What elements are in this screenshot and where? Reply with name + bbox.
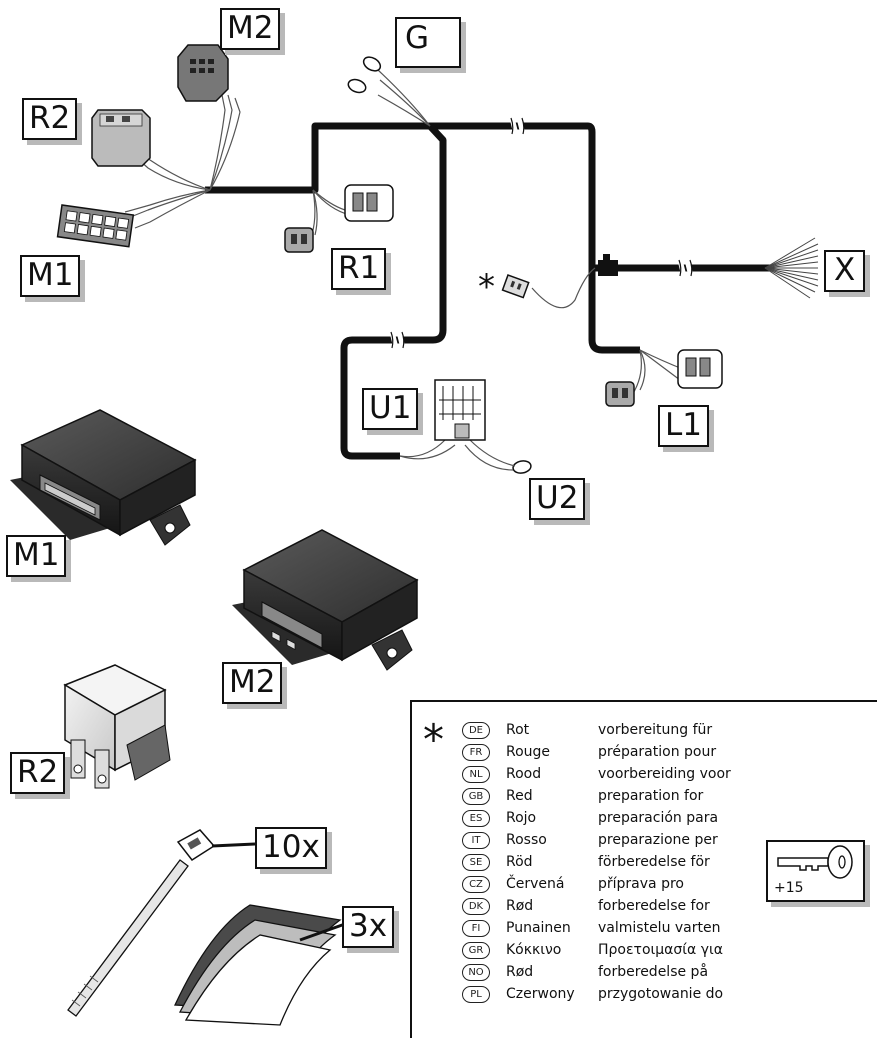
splice-block <box>598 260 618 276</box>
connector-r1-small <box>284 227 314 253</box>
country-badge: FR <box>462 744 490 761</box>
label-m2-module: M2 <box>222 662 283 704</box>
country-badge: CZ <box>462 876 490 893</box>
label-qty-adhesive-pads: 3x <box>342 906 395 948</box>
legend-star: * <box>423 715 444 764</box>
label-r2-connector: R2 <box>22 98 78 140</box>
r1-wires <box>309 189 351 241</box>
ground-label-text: G <box>405 20 430 56</box>
label-u2: U2 <box>529 478 586 520</box>
spare-connector <box>501 274 530 299</box>
key-icon <box>777 845 853 879</box>
preparation-text: preparación para <box>598 810 719 826</box>
color-name: Κόκκινο <box>506 942 562 958</box>
label-qty-cable-ties: 10x <box>255 827 327 869</box>
color-name: Rot <box>506 722 530 738</box>
preparation-text: przygotowanie do <box>598 986 724 1002</box>
ring-terminals <box>347 56 532 474</box>
country-badge: DE <box>462 722 490 739</box>
country-badge: FI <box>462 920 490 937</box>
ignition-terminal-label: +15 <box>774 880 804 896</box>
cable-tie <box>67 829 256 1017</box>
country-badge: IT <box>462 832 490 849</box>
connector-l1-small <box>605 381 635 407</box>
color-name: Rød <box>506 898 534 914</box>
preparation-text: forberedelse for <box>598 898 710 914</box>
color-name: Rouge <box>506 744 551 760</box>
connector-m1-top <box>56 204 135 248</box>
connector-l1-big <box>677 349 723 389</box>
color-name: Rood <box>506 766 542 782</box>
label-r1: R1 <box>331 248 387 290</box>
legend-frame-top <box>410 700 877 702</box>
color-name: Red <box>506 788 533 804</box>
preparation-text: preparation for <box>598 788 704 804</box>
connector-m2-top <box>177 44 229 102</box>
color-name: Rød <box>506 964 534 980</box>
module-m1 <box>10 409 197 546</box>
preparation-text: preparazione per <box>598 832 718 848</box>
l1-wires <box>631 349 686 396</box>
branch-wires-left <box>124 94 241 229</box>
label-m2-connector: M2 <box>220 8 281 50</box>
preparation-text: Προετοιμασία για <box>598 942 723 958</box>
preparation-text: valmistelu varten <box>598 920 721 936</box>
color-legend: * DE Rot vorbereitung für FR Rouge prépa… <box>402 700 877 1038</box>
preparation-text: förberedelse för <box>598 854 710 870</box>
color-name: Rosso <box>506 832 547 848</box>
label-m1-connector: M1 <box>20 255 81 297</box>
preparation-text: forberedelse på <box>598 964 709 980</box>
preparation-text: vorbereitung für <box>598 722 713 738</box>
color-name: Punainen <box>506 920 571 936</box>
country-badge: GB <box>462 788 490 805</box>
color-name: Röd <box>506 854 533 870</box>
preparation-text: voorbereiding voor <box>598 766 731 782</box>
preparation-text: préparation pour <box>598 744 717 760</box>
label-ground: G <box>395 17 461 68</box>
adhesive-pads <box>174 904 346 1026</box>
relay-r2 <box>63 664 171 789</box>
country-badge: NL <box>462 766 490 783</box>
label-r2-relay: R2 <box>10 752 66 794</box>
connector-r1-big <box>344 184 394 222</box>
country-badge: NO <box>462 964 490 981</box>
label-u1: U1 <box>362 388 419 430</box>
country-badge: SE <box>462 854 490 871</box>
spare-star-marker: * <box>478 267 495 307</box>
ignition-key-box: +15 <box>766 840 865 902</box>
label-x: X <box>824 250 866 292</box>
color-name: Červená <box>506 876 565 892</box>
country-badge: DK <box>462 898 490 915</box>
module-m2 <box>232 529 419 671</box>
label-l1: L1 <box>658 405 709 447</box>
cable-breaks <box>389 117 694 349</box>
country-badge: GR <box>462 942 490 959</box>
x-wire-fan <box>764 237 819 299</box>
spare-wire <box>531 267 596 309</box>
label-m1-module: M1 <box>6 535 67 577</box>
connector-r2-top <box>91 109 151 167</box>
u1-wires <box>399 439 516 471</box>
country-badge: PL <box>462 986 490 1003</box>
connector-u1 <box>434 379 486 441</box>
country-badge: ES <box>462 810 490 827</box>
color-name: Czerwony <box>506 986 575 1002</box>
legend-frame-left <box>410 700 412 1038</box>
preparation-text: příprava pro <box>598 876 684 892</box>
ground-wires <box>377 69 431 127</box>
color-name: Rojo <box>506 810 537 826</box>
